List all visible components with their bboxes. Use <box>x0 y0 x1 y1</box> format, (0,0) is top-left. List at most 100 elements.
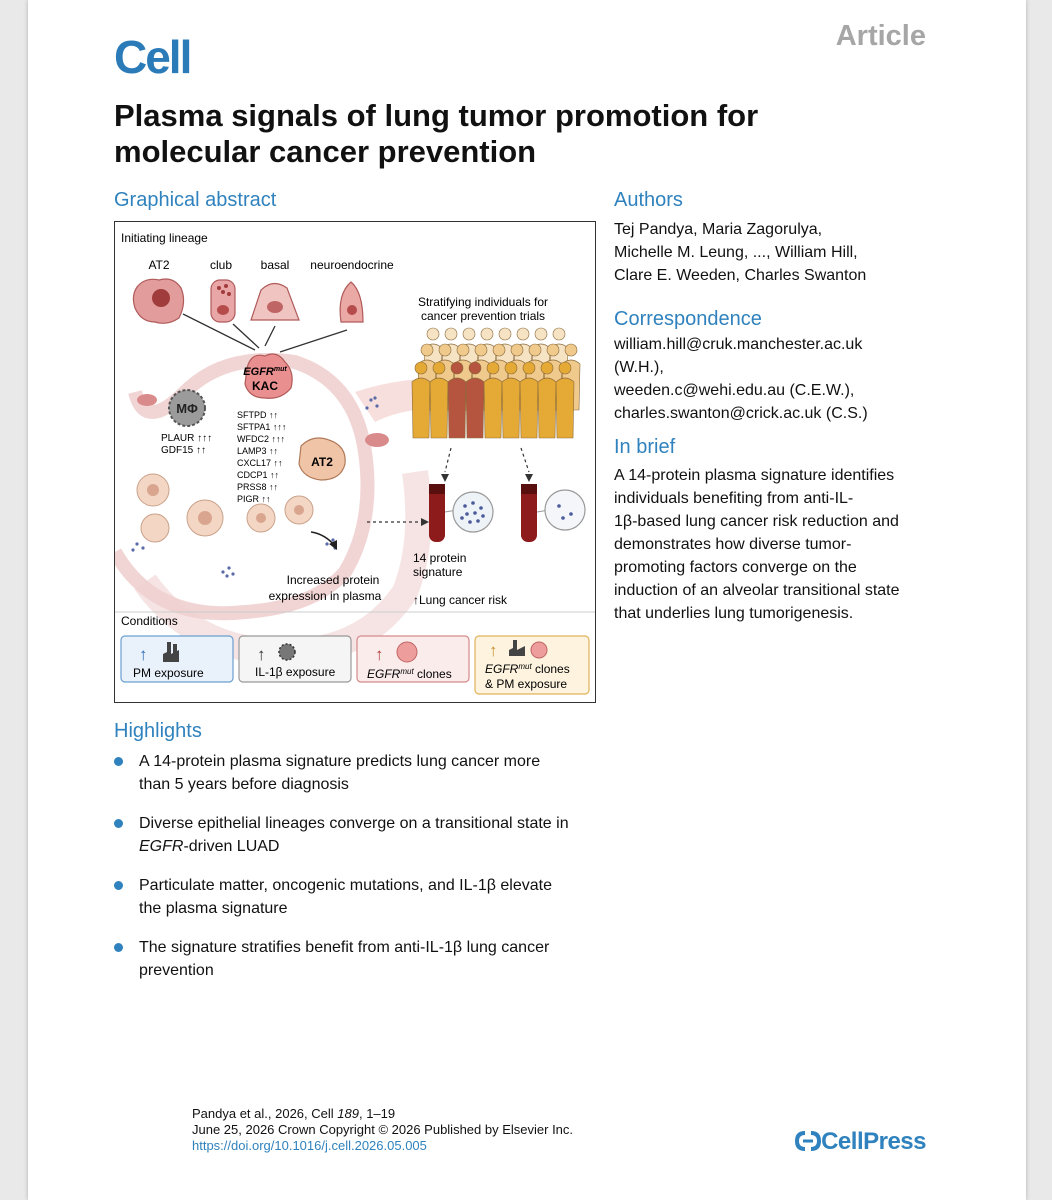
kac-egfr: EGFR <box>243 366 274 378</box>
epithelial-cells <box>136 473 314 543</box>
club-cell-icon <box>210 279 236 323</box>
person-head <box>528 343 542 357</box>
person-head <box>552 327 566 341</box>
authors-line-2: Michelle M. Leung, ..., William Hill, <box>614 244 858 261</box>
authors-line-1: Tej Pandya, Maria Zagorulya, <box>614 221 823 238</box>
person-head <box>438 343 452 357</box>
at2-cell-icon <box>132 278 185 324</box>
page: Cell Article Plasma signals of lung tumo… <box>28 0 1026 1200</box>
person-head <box>546 343 560 357</box>
graphical-abstract-heading: Graphical abstract <box>114 189 277 211</box>
person-body <box>519 377 539 439</box>
highlights-heading: Highlights <box>114 720 202 742</box>
magnifier-low <box>536 489 586 531</box>
person-body <box>483 377 503 439</box>
person-head <box>504 361 518 375</box>
stratifying-line-2: cancer prevention trials <box>421 309 545 323</box>
highlight-item: A 14-protein plasma signature predicts l… <box>114 750 594 796</box>
email-swanton[interactable]: charles.swanton@crick.ac.uk (C.S.) <box>614 405 868 422</box>
person-body <box>555 377 575 439</box>
protein-dots <box>131 396 379 578</box>
footer-citation: Pandya et al., 2026, Cell 189, 1–19 June… <box>192 1106 573 1154</box>
person-head <box>522 361 536 375</box>
condition-pm-label: PM exposure <box>133 666 204 680</box>
condition-combo-sup: mut <box>518 662 532 671</box>
condition-combo-arrow: ↑ <box>489 641 498 660</box>
marker-prss8: PRSS8 ↑↑ <box>237 482 278 492</box>
marker-sftpd: SFTPD ↑↑ <box>237 410 278 420</box>
cell-label-neuroendocrine: neuroendocrine <box>310 258 394 272</box>
in-brief-line: individuals benefiting from anti-IL- <box>614 490 854 507</box>
kac-label: KAC <box>252 379 278 393</box>
marker-cxcl17: CXCL17 ↑↑ <box>237 458 283 468</box>
correspondence-block: william.hill@cruk.manchester.ac.uk (W.H.… <box>614 333 944 425</box>
blood-tube-high <box>429 484 445 542</box>
highlight-item: The signature stratifies benefit from an… <box>114 936 594 982</box>
condition-egfr: ↑ EGFRmut clones <box>356 635 470 683</box>
condition-combo-line2: & PM exposure <box>485 677 567 691</box>
person-body <box>501 377 521 439</box>
person-head <box>540 361 554 375</box>
epithelial-nuclei <box>147 484 304 525</box>
cell-label-basal: basal <box>261 258 290 272</box>
condition-il1b-arrow: ↑ <box>257 645 266 664</box>
bullet-dot-icon <box>114 757 123 766</box>
macrophage-label: MΦ <box>176 401 198 416</box>
conditions-label: Conditions <box>121 614 178 628</box>
copyright-line: June 25, 2026 Crown Copyright © 2026 Pub… <box>192 1122 574 1137</box>
basal-cell-icon <box>250 282 300 321</box>
condition-combo-gene: EGFR <box>485 662 519 676</box>
in-brief-line: promoting factors converge on the <box>614 559 857 576</box>
citation-line: Pandya et al., 2026, Cell 189, 1–19 <box>192 1106 396 1121</box>
condition-combo-rest: clones <box>532 662 570 676</box>
crowd-arrows <box>367 447 530 523</box>
marker-lamp3: LAMP3 ↑↑ <box>237 446 278 456</box>
magnifier-high <box>444 491 494 533</box>
doi-link[interactable]: https://doi.org/10.1016/j.cell.2026.05.0… <box>192 1138 427 1153</box>
marker-cdcp1: CDCP1 ↑↑ <box>237 470 279 480</box>
kac-cell-icon: EGFRmut KAC <box>243 353 293 399</box>
person-head <box>564 343 578 357</box>
email-hill[interactable]: william.hill@cruk.manchester.ac.uk <box>614 336 863 353</box>
crowd-icon <box>411 327 581 439</box>
condition-egfr-arrow: ↑ <box>375 645 384 664</box>
person-body <box>429 377 449 439</box>
factory-icon <box>163 642 179 662</box>
svg-text:EGFRmut clones: EGFRmut clones <box>367 667 452 681</box>
kac-markers: SFTPD ↑↑ SFTPA1 ↑↑↑ WFDC2 ↑↑↑ LAMP3 ↑↑ C… <box>237 410 286 504</box>
person-head <box>558 361 572 375</box>
email-weeden[interactable]: weeden.c@wehi.edu.au (C.E.W.), <box>614 382 855 399</box>
condition-egfr-gene: EGFR <box>367 667 401 681</box>
person-body <box>411 377 431 439</box>
bullet-dot-icon <box>114 881 123 890</box>
protein-signature-line-2: signature <box>413 565 463 579</box>
correspondence-heading: Correspondence <box>614 308 762 330</box>
at2-alveolar-label: AT2 <box>311 455 333 469</box>
initiating-lineage-label: Initiating lineage <box>121 231 208 245</box>
marker-pigr: PIGR ↑↑ <box>237 494 271 504</box>
person-head <box>468 361 482 375</box>
person-head <box>426 327 440 341</box>
person-head <box>444 327 458 341</box>
macrophage-icon: MΦ <box>168 389 206 427</box>
person-head <box>450 361 464 375</box>
kac-egfr-sup: mut <box>274 366 288 373</box>
person-body <box>537 377 557 439</box>
person-head <box>510 343 524 357</box>
person-head <box>432 361 446 375</box>
condition-pm-arrow: ↑ <box>139 645 148 664</box>
in-brief-line: demonstrates how diverse tumor- <box>614 536 852 553</box>
person-head <box>480 327 494 341</box>
marker-plaur: PLAUR ↑↑↑ <box>161 433 212 444</box>
email-hill-initials: (W.H.), <box>614 359 664 376</box>
factory-icon-combo <box>509 640 525 656</box>
person-body <box>465 377 485 439</box>
cell-label-at2: AT2 <box>148 258 169 272</box>
person-head <box>474 343 488 357</box>
marker-gdf15: GDF15 ↑↑ <box>161 445 206 456</box>
marker-wfdc2: WFDC2 ↑↑↑ <box>237 434 285 444</box>
red-blood-cell <box>365 433 389 447</box>
blood-vessel <box>134 470 432 666</box>
person-head <box>456 343 470 357</box>
highlight-item: Diverse epithelial lineages converge on … <box>114 812 594 858</box>
